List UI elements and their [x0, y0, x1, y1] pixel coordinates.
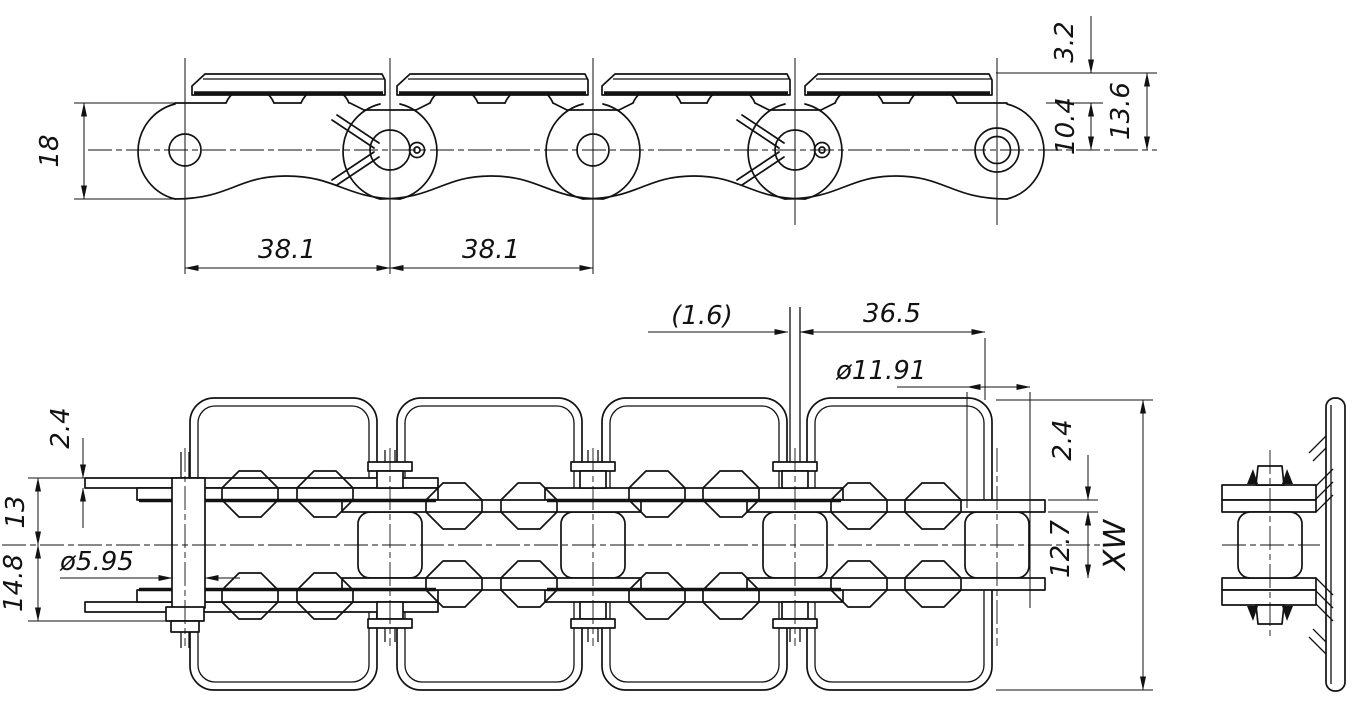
end-view [1221, 397, 1346, 692]
plan-dimensions: 2.4 13 14.8 ø5.95 (1.6) 36.5 ø11.91 2.4 [0, 299, 1153, 691]
dim-pitch-a: 38.1 [258, 235, 316, 265]
side-dimensions: 18 38.1 38.1 3.2 10.4 13.6 [35, 16, 1157, 271]
plan-view: 2.4 13 14.8 ø5.95 (1.6) 36.5 ø11.91 2.4 [0, 299, 1153, 691]
dim-center-to-top-face: 13 [1, 495, 31, 528]
side-elevation-view: 18 38.1 38.1 3.2 10.4 13.6 [35, 16, 1157, 274]
dim-top-plate-width: XW [1098, 519, 1133, 573]
dim-inner-width: 12.7 [1046, 520, 1076, 578]
dim-plate-edge-right: 2.4 [1048, 419, 1078, 460]
dim-pitch-b: 38.1 [462, 235, 520, 265]
cotter-pin-icon [331, 114, 831, 186]
dim-pin-diameter: ø5.95 [59, 547, 134, 577]
dim-center-to-top-plate: 13.6 [1106, 82, 1136, 140]
dim-top-plate-length: 36.5 [863, 299, 921, 329]
link-plates-side [137, 86, 1045, 200]
dim-plate-height: 18 [35, 134, 65, 167]
link-plate-bars-plan [84, 477, 1046, 613]
top-plate-end [1325, 397, 1346, 692]
top-plates-side [191, 73, 993, 96]
dim-top-plate-thickness: 3.2 [1050, 21, 1080, 62]
dim-center-to-link-top: 10.4 [1051, 97, 1081, 155]
dim-center-to-pin-end: 14.8 [0, 554, 29, 612]
gusset-hatch [1308, 435, 1334, 655]
dim-roller-diameter: ø11.91 [835, 356, 926, 386]
dim-plate-gap: (1.6) [671, 301, 733, 331]
dim-plate-edge-left: 2.4 [46, 407, 76, 448]
plan-pin-axes [184, 448, 998, 646]
